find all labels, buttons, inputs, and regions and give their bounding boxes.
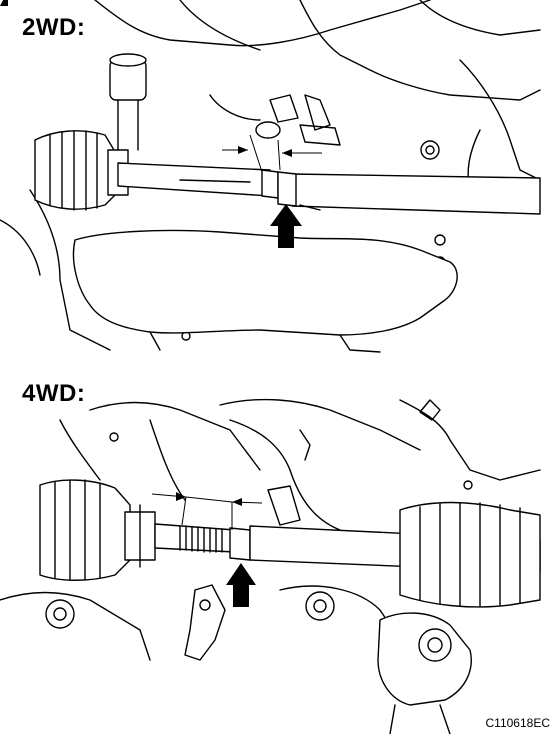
corner-mark-icon bbox=[0, 0, 8, 6]
panel-label-2wd: 2WD: bbox=[22, 14, 86, 41]
bottom-background-structure bbox=[0, 398, 541, 681]
bottom-boot-right bbox=[399, 501, 541, 608]
top-arrow-icon bbox=[270, 204, 302, 248]
top-lower-arm bbox=[72, 229, 458, 353]
panel-label-4wd: 4WD: bbox=[22, 380, 86, 407]
bottom-knuckle bbox=[377, 612, 472, 734]
top-rack-housing bbox=[277, 171, 541, 215]
bottom-boot-left bbox=[39, 479, 156, 581]
top-boot bbox=[34, 130, 129, 211]
bottom-dimension-marks bbox=[151, 492, 263, 530]
top-tie-rod bbox=[117, 162, 279, 199]
figure-code: C110618EC bbox=[485, 716, 551, 730]
bottom-tie-rod bbox=[154, 523, 251, 561]
bottom-arrow-icon bbox=[226, 563, 256, 607]
bottom-tie-rod-end bbox=[184, 469, 341, 661]
top-tie-rod-end bbox=[109, 53, 299, 151]
top-dimension-marks bbox=[222, 134, 322, 173]
